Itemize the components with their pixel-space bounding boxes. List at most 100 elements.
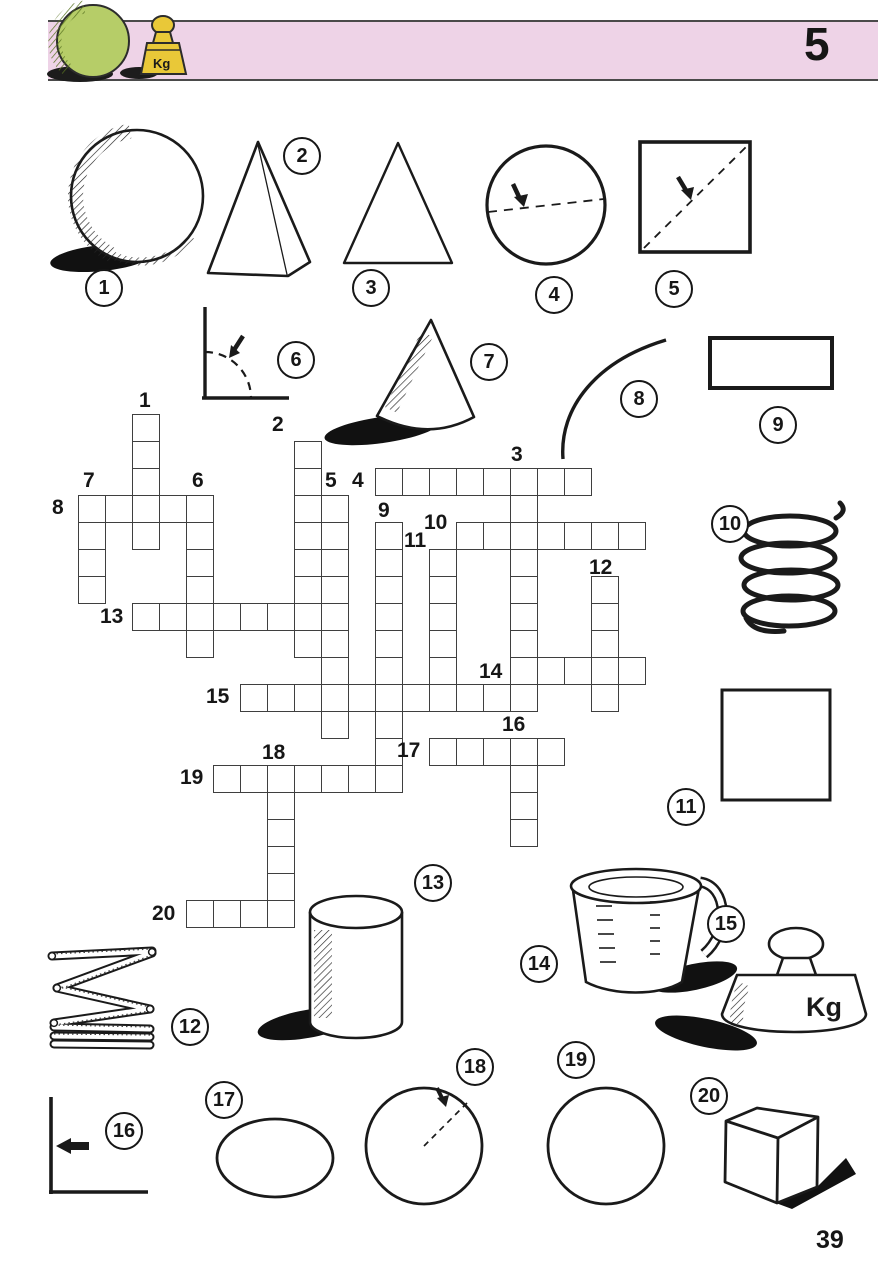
crossword-cell-r9-c11[interactable] [375, 657, 403, 685]
crossword-cell-r12-c14[interactable] [456, 738, 484, 766]
crossword-cell-r13-c8[interactable] [294, 765, 322, 793]
crossword-cell-r7-c3[interactable] [159, 603, 187, 631]
crossword-cell-r7-c11[interactable] [375, 603, 403, 631]
crossword-cell-r7-c5[interactable] [213, 603, 241, 631]
crossword-cell-r4-c16[interactable] [510, 522, 538, 550]
crossword-cell-r12-c11[interactable] [375, 738, 403, 766]
crossword-cell-r4-c20[interactable] [618, 522, 646, 550]
crossword-cell-r10-c14[interactable] [456, 684, 484, 712]
crossword-cell-r2-c13[interactable] [429, 468, 457, 496]
crossword-cell-r12-c17[interactable] [537, 738, 565, 766]
crossword-cell-r2-c15[interactable] [483, 468, 511, 496]
crossword-cell-r4-c15[interactable] [483, 522, 511, 550]
crossword-cell-r9-c9[interactable] [321, 657, 349, 685]
crossword-cell-r16-c7[interactable] [267, 846, 295, 874]
crossword-cell-r10-c12[interactable] [402, 684, 430, 712]
crossword-cell-r5-c11[interactable] [375, 549, 403, 577]
crossword-cell-r3-c8[interactable] [294, 495, 322, 523]
crossword-cell-r13-c9[interactable] [321, 765, 349, 793]
crossword-cell-r1-c2[interactable] [132, 441, 160, 469]
crossword-cell-r6-c0[interactable] [78, 576, 106, 604]
crossword-cell-r11-c9[interactable] [321, 711, 349, 739]
crossword-cell-r9-c19[interactable] [591, 657, 619, 685]
crossword-cell-r6-c19[interactable] [591, 576, 619, 604]
crossword-cell-r2-c18[interactable] [564, 468, 592, 496]
crossword-cell-r6-c16[interactable] [510, 576, 538, 604]
crossword-cell-r4-c17[interactable] [537, 522, 565, 550]
crossword-cell-r5-c16[interactable] [510, 549, 538, 577]
crossword-cell-r12-c15[interactable] [483, 738, 511, 766]
crossword-cell-r7-c19[interactable] [591, 603, 619, 631]
crossword-cell-r10-c15[interactable] [483, 684, 511, 712]
crossword-cell-r8-c9[interactable] [321, 630, 349, 658]
crossword-cell-r9-c16[interactable] [510, 657, 538, 685]
crossword-cell-r5-c4[interactable] [186, 549, 214, 577]
crossword-cell-r7-c6[interactable] [240, 603, 268, 631]
crossword-cell-r18-c7[interactable] [267, 900, 295, 928]
crossword-cell-r4-c14[interactable] [456, 522, 484, 550]
crossword-cell-r6-c4[interactable] [186, 576, 214, 604]
crossword-cell-r14-c16[interactable] [510, 792, 538, 820]
crossword-cell-r10-c19[interactable] [591, 684, 619, 712]
crossword-cell-r4-c2[interactable] [132, 522, 160, 550]
crossword-cell-r1-c8[interactable] [294, 441, 322, 469]
crossword-cell-r6-c11[interactable] [375, 576, 403, 604]
crossword-cell-r5-c13[interactable] [429, 549, 457, 577]
crossword-cell-r2-c14[interactable] [456, 468, 484, 496]
crossword-cell-r8-c8[interactable] [294, 630, 322, 658]
crossword-cell-r3-c9[interactable] [321, 495, 349, 523]
crossword-cell-r6-c9[interactable] [321, 576, 349, 604]
crossword-cell-r18-c4[interactable] [186, 900, 214, 928]
crossword-cell-r10-c13[interactable] [429, 684, 457, 712]
crossword-cell-r9-c20[interactable] [618, 657, 646, 685]
crossword-cell-r6-c8[interactable] [294, 576, 322, 604]
crossword-cell-r18-c6[interactable] [240, 900, 268, 928]
crossword-cell-r7-c8[interactable] [294, 603, 322, 631]
crossword-cell-r10-c7[interactable] [267, 684, 295, 712]
crossword-cell-r18-c5[interactable] [213, 900, 241, 928]
crossword-cell-r3-c16[interactable] [510, 495, 538, 523]
crossword-cell-r4-c4[interactable] [186, 522, 214, 550]
crossword-cell-r11-c11[interactable] [375, 711, 403, 739]
crossword-cell-r10-c6[interactable] [240, 684, 268, 712]
crossword-cell-r4-c19[interactable] [591, 522, 619, 550]
crossword-cell-r12-c16[interactable] [510, 738, 538, 766]
crossword-cell-r13-c5[interactable] [213, 765, 241, 793]
crossword-cell-r4-c0[interactable] [78, 522, 106, 550]
crossword-cell-r10-c16[interactable] [510, 684, 538, 712]
crossword-cell-r5-c8[interactable] [294, 549, 322, 577]
crossword-cell-r2-c2[interactable] [132, 468, 160, 496]
crossword-cell-r3-c3[interactable] [159, 495, 187, 523]
crossword-cell-r13-c11[interactable] [375, 765, 403, 793]
crossword-cell-r5-c0[interactable] [78, 549, 106, 577]
crossword-cell-r7-c16[interactable] [510, 603, 538, 631]
crossword-cell-r3-c2[interactable] [132, 495, 160, 523]
crossword-cell-r9-c13[interactable] [429, 657, 457, 685]
crossword-cell-r4-c9[interactable] [321, 522, 349, 550]
crossword-cell-r10-c10[interactable] [348, 684, 376, 712]
crossword-cell-r8-c4[interactable] [186, 630, 214, 658]
crossword-cell-r12-c13[interactable] [429, 738, 457, 766]
crossword-cell-r9-c17[interactable] [537, 657, 565, 685]
crossword-cell-r8-c11[interactable] [375, 630, 403, 658]
crossword-cell-r9-c18[interactable] [564, 657, 592, 685]
crossword-cell-r7-c13[interactable] [429, 603, 457, 631]
crossword-cell-r10-c11[interactable] [375, 684, 403, 712]
crossword-cell-r13-c10[interactable] [348, 765, 376, 793]
crossword-cell-r4-c8[interactable] [294, 522, 322, 550]
crossword-cell-r7-c4[interactable] [186, 603, 214, 631]
crossword-cell-r6-c13[interactable] [429, 576, 457, 604]
crossword-cell-r2-c11[interactable] [375, 468, 403, 496]
crossword-cell-r7-c9[interactable] [321, 603, 349, 631]
crossword-cell-r3-c1[interactable] [105, 495, 133, 523]
crossword-cell-r7-c7[interactable] [267, 603, 295, 631]
crossword-cell-r13-c7[interactable] [267, 765, 295, 793]
crossword-cell-r13-c16[interactable] [510, 765, 538, 793]
crossword-cell-r10-c8[interactable] [294, 684, 322, 712]
crossword-cell-r0-c2[interactable] [132, 414, 160, 442]
crossword-cell-r2-c12[interactable] [402, 468, 430, 496]
crossword-cell-r17-c7[interactable] [267, 873, 295, 901]
crossword-cell-r4-c18[interactable] [564, 522, 592, 550]
crossword-cell-r14-c7[interactable] [267, 792, 295, 820]
crossword-cell-r3-c4[interactable] [186, 495, 214, 523]
